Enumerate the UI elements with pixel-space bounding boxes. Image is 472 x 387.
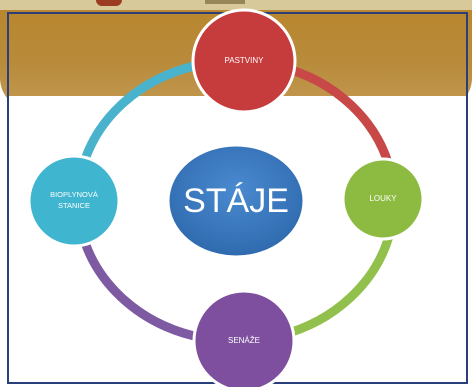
node-label-stanice: STANICE <box>58 201 90 210</box>
arc-left-top <box>77 62 197 175</box>
center-node: STÁJE <box>166 143 306 259</box>
arc-bottom-left <box>77 227 197 340</box>
header-strip <box>0 0 472 10</box>
node-pastviny: PASTVINY <box>191 8 297 114</box>
node-label-pastviny: PASTVINY <box>225 56 265 65</box>
logo-mark <box>96 0 122 6</box>
arc-right-bottom <box>275 227 395 340</box>
node-label-louky: LOUKY <box>369 194 397 203</box>
header-caption <box>205 0 245 4</box>
node-senaze: SENÁŽE <box>192 289 296 387</box>
center-label: STÁJE <box>183 182 289 220</box>
node-label-senaze: SENÁŽE <box>228 336 260 345</box>
node-bioplynova-stanice: BIOPLYNOVÁ STANICE <box>27 154 121 248</box>
node-label-bioplynova: BIOPLYNOVÁ <box>50 190 98 199</box>
node-louky: LOUKY <box>341 157 425 241</box>
arc-top-right <box>275 62 395 175</box>
